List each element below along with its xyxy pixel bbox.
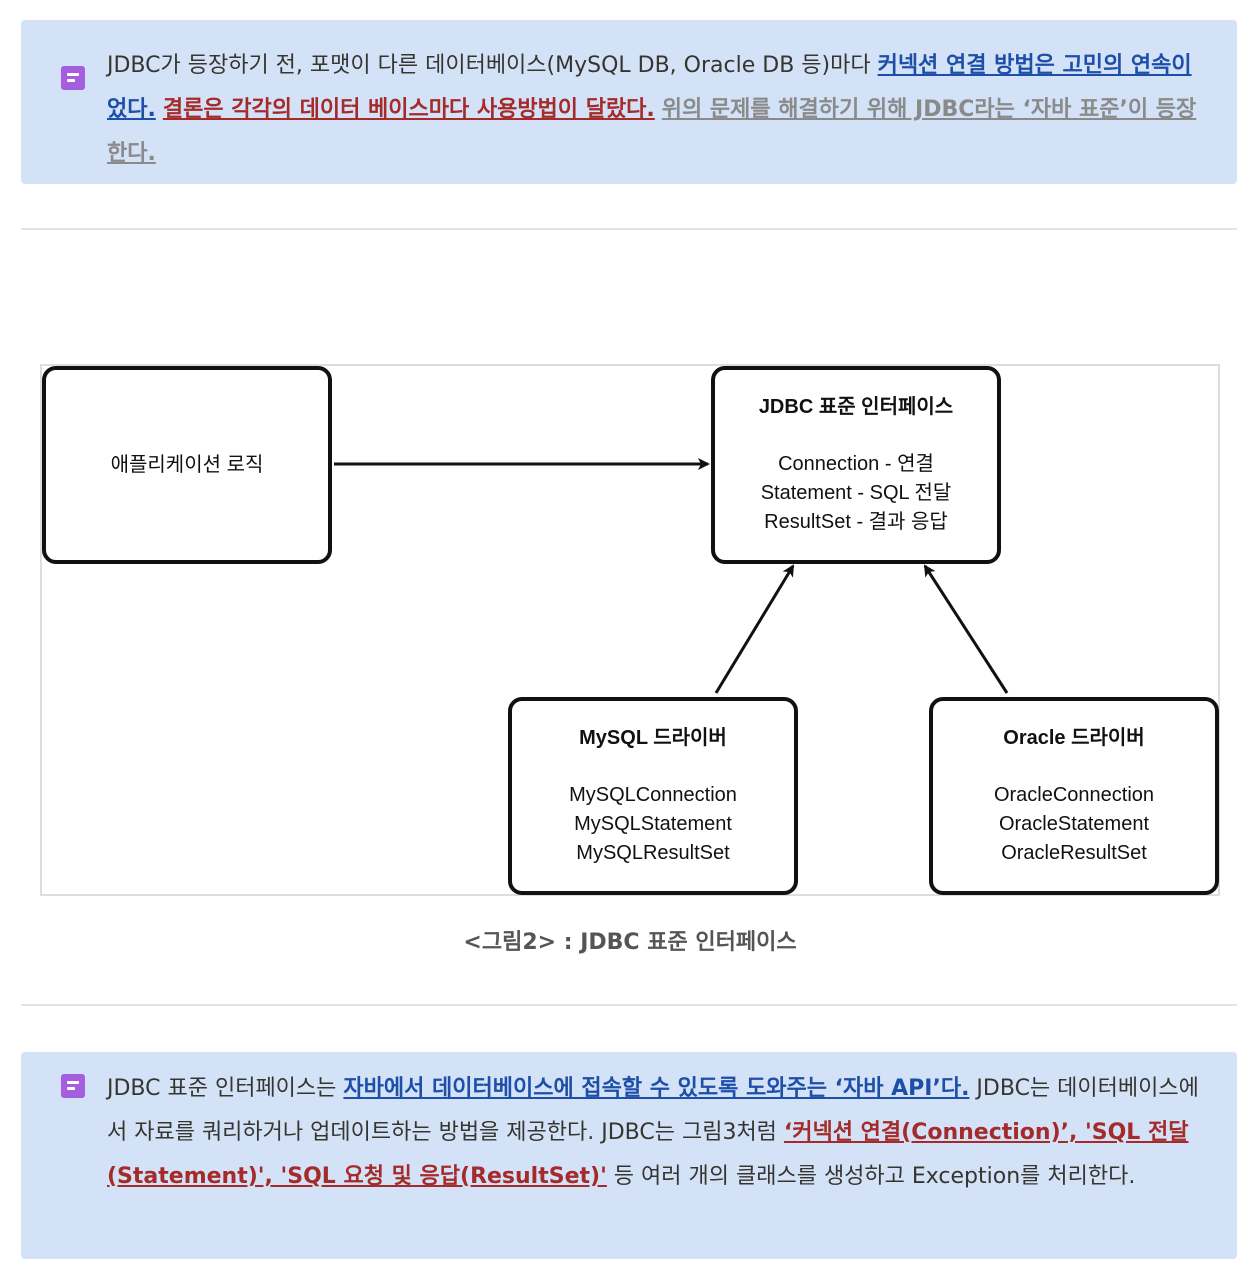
link-connection-problem[interactable]: 커넥션 연결 방법은 고민의 연속이었다. [107, 53, 1192, 122]
oracle-driver-box: Oracle 드라이버 OracleConnection OracleState… [929, 697, 1219, 895]
mysql-line-statement: MySQLStatement [574, 813, 732, 835]
divider-bottom [21, 1004, 1237, 1006]
divider-top [21, 228, 1237, 230]
oracle-line-statement: OracleStatement [998, 813, 1150, 835]
mysql-line-resultset: MySQLResultSet [576, 842, 730, 864]
arrow-oracle-to-jdbc [923, 564, 1009, 694]
note-icon [61, 1074, 85, 1098]
callout-text-2: JDBC는 데이터베이스에서 자료를 쿼리하거나 업데이트하는 방법을 제공한다… [107, 1076, 1199, 1145]
app-logic-label: 애플리케이션 로직 [110, 453, 264, 476]
link-conclusion[interactable]: 결론은 각각의 데이터 베이스마다 사용방법이 달랐다. [162, 97, 655, 122]
mysql-line-connection: MySQLConnection [569, 784, 737, 806]
link-java-api[interactable]: 자바에서 데이터베이스에 접속할 수 있도록 도와주는 ‘자바 API’다. [343, 1076, 970, 1101]
figure-caption: <그림2> : JDBC 표준 인터페이스 [463, 930, 797, 955]
jdbc-box-title: JDBC 표준 인터페이스 [758, 396, 954, 418]
jdbc-line-resultset: ResultSet - 결과 응답 [764, 511, 948, 533]
link-jdbc-standard[interactable]: 위의 문제를 해결하기 위해 JDBC라는 ‘자바 표준’이 등장한다. [107, 97, 1197, 166]
callout-jdbc-history: JDBC가 등장하기 전, 포맷이 다른 데이터베이스(MySQL DB, Or… [21, 20, 1237, 184]
arrow-mysql-to-jdbc [714, 564, 795, 694]
callout-jdbc-interface: JDBC 표준 인터페이스는 자바에서 데이터베이스에 접속할 수 있도록 도와… [21, 1052, 1237, 1259]
jdbc-interface-box: JDBC 표준 인터페이스 Connection - 연결 Statement … [711, 366, 1001, 564]
jdbc-line-connection: Connection - 연결 [778, 453, 934, 475]
oracle-line-resultset: OracleResultSet [1001, 842, 1147, 864]
app-logic-box: 애플리케이션 로직 [42, 366, 332, 564]
callout-text-1: JDBC 표준 인터페이스는 [107, 1076, 344, 1101]
note-icon [61, 66, 85, 90]
oracle-line-connection: OracleConnection [993, 784, 1155, 806]
mysql-driver-box: MySQL 드라이버 MySQLConnection MySQLStatemen… [508, 697, 798, 895]
mysql-box-title: MySQL 드라이버 [579, 727, 727, 749]
oracle-box-title: Oracle 드라이버 [1003, 727, 1145, 749]
link-jdbc-classes[interactable]: ‘커넥션 연결(Connection)’, 'SQL 전달(Statement)… [107, 1120, 1189, 1189]
jdbc-line-statement: Statement - SQL 전달 [760, 482, 952, 504]
callout-text-3: 등 여러 개의 클래스를 생성하고 Exception를 처리한다. [606, 1164, 1136, 1189]
callout-text: JDBC가 등장하기 전, 포맷이 다른 데이터베이스(MySQL DB, Or… [107, 53, 878, 78]
